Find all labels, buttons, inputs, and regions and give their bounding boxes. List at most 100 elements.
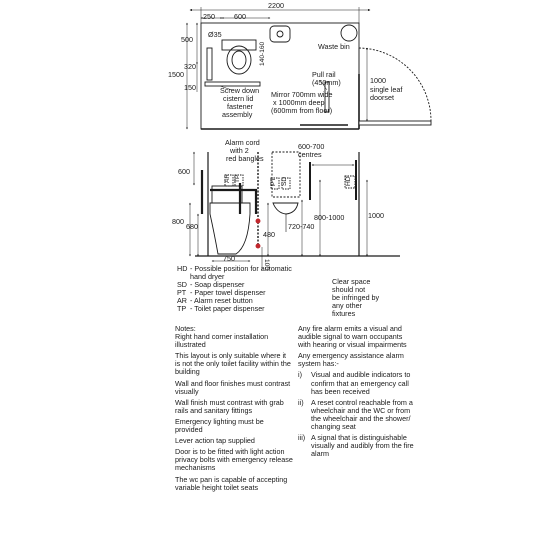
note-item: Right hand corner installation illustrat… bbox=[175, 332, 269, 350]
legend-value: - Alarm reset button bbox=[190, 296, 253, 306]
dim-750: 750 bbox=[223, 254, 235, 263]
basin-elevation bbox=[272, 202, 299, 215]
notes-heading: Notes: bbox=[175, 324, 196, 333]
screw-down-1: Screw down bbox=[220, 86, 259, 95]
alarm-list-item: iii) A signal that is distinguishable vis… bbox=[298, 434, 416, 458]
legend-item: TP- Toilet paper dispenser bbox=[177, 305, 297, 313]
dim-1000-elev: 1000 bbox=[368, 211, 384, 220]
alarm-cord-2: with 2 bbox=[229, 146, 249, 155]
screw-down-3: fastener bbox=[227, 102, 254, 111]
screw-down-4: assembly bbox=[222, 110, 253, 119]
waste-bin-icon bbox=[340, 24, 358, 42]
door-leaf bbox=[358, 120, 432, 126]
alarm-list-item: ii)A reset control reachable from a whee… bbox=[298, 397, 416, 431]
wc-elevation bbox=[209, 202, 251, 255]
legend-key: AR bbox=[177, 296, 187, 306]
dispenser-ar bbox=[224, 174, 234, 187]
clear-space-line: fixtures bbox=[332, 309, 356, 319]
note-item: Lever action tap supplied bbox=[175, 436, 255, 446]
pull-rail-label-2: (450mm) bbox=[312, 78, 341, 87]
dim-150: 150 bbox=[184, 83, 196, 92]
clear-space-note: Clear space should not be infringed by a… bbox=[332, 277, 404, 319]
dim-600-elev: 600 bbox=[178, 167, 190, 176]
legend-key: HD bbox=[177, 264, 188, 273]
clear-space-line: Clear space bbox=[332, 277, 371, 286]
note-item: Wall finish must contrast with grab rail… bbox=[175, 397, 284, 415]
legend-item: PT- Paper towel dispenser bbox=[177, 289, 297, 297]
clear-space-line: be infringed by bbox=[332, 293, 380, 303]
alarm-item-number: iii) bbox=[298, 433, 306, 443]
pull-rail-plan bbox=[324, 81, 330, 113]
dim-250: 250 bbox=[203, 12, 215, 21]
dim-680-elev: 680 bbox=[186, 222, 198, 231]
dim-320: 320 bbox=[184, 62, 196, 71]
mirror-1: Mirror 700mm wide bbox=[271, 90, 333, 99]
alarm-list-item: i) Visual and audible indicators to confi… bbox=[298, 371, 416, 395]
legend: HD- Possible position for automatic hand… bbox=[177, 264, 297, 314]
dim-480-elev: 480 bbox=[263, 230, 275, 239]
waste-bin-label: Waste bin bbox=[318, 42, 350, 51]
alarm-item-number: ii) bbox=[298, 397, 304, 407]
alarm-item-text: Visual and audible indicators to confirm… bbox=[311, 370, 411, 396]
dim-1500: 1500 bbox=[168, 70, 184, 79]
door-width-label: 1000 bbox=[370, 76, 386, 85]
label-tp: TP bbox=[234, 174, 241, 183]
basin-plan bbox=[269, 25, 291, 43]
label-ar: AR bbox=[224, 174, 231, 183]
legend-key: SD bbox=[177, 280, 187, 290]
grab-rail-plan bbox=[206, 47, 213, 81]
legend-item: SD- Soap dispenser bbox=[177, 281, 297, 289]
label-hd: HD bbox=[345, 176, 352, 186]
dispenser-tp bbox=[234, 174, 244, 187]
note-item: Wall and floor finishes must contrast vi… bbox=[175, 378, 291, 396]
door-label-1: single leaf bbox=[370, 85, 402, 94]
wc-pan-plan bbox=[226, 45, 252, 75]
plan-labels: 2200 250 600 500 1500 320 150 Ø35 140-16… bbox=[168, 1, 402, 119]
dim-800-elev: 800 bbox=[172, 217, 184, 226]
mirror-2: x 1000mm deep bbox=[273, 98, 325, 107]
legend-value: - Possible position for automatic hand d… bbox=[190, 264, 292, 282]
alarm-cord-1: Alarm cord bbox=[225, 138, 260, 147]
centres-2: centres bbox=[298, 150, 322, 159]
dispenser-sd bbox=[281, 177, 291, 190]
legend-key: PT bbox=[177, 288, 187, 298]
legend-key: TP bbox=[177, 304, 187, 314]
dim-800-1000: 800-1000 bbox=[314, 213, 344, 222]
alarm-item-text: A signal that is distinguishable visuall… bbox=[311, 433, 414, 459]
note-item: Door is to be fitted with light action p… bbox=[175, 447, 293, 473]
dim-500: 500 bbox=[181, 35, 193, 44]
dim-140-160: 140-160 bbox=[259, 41, 266, 66]
legend-value: - Paper towel dispenser bbox=[190, 288, 266, 298]
dispenser-hd bbox=[344, 175, 356, 189]
legend-item: AR- Alarm reset button bbox=[177, 297, 297, 305]
mirror-elevation bbox=[271, 151, 301, 198]
dispenser-pt bbox=[270, 177, 280, 190]
elevation-view bbox=[189, 151, 400, 270]
door-label-2: doorset bbox=[370, 93, 394, 102]
dim-720-740: 720-740 bbox=[288, 222, 314, 231]
door-swing-arc bbox=[358, 47, 432, 122]
mirror-3: (600mm from floor) bbox=[271, 106, 332, 115]
elevation-labels: Alarm cord with 2 red bangles 600-700 ce… bbox=[172, 138, 384, 270]
dim-600: 600 bbox=[234, 12, 246, 21]
plan-view bbox=[186, 7, 432, 130]
cistern-elevation bbox=[211, 185, 243, 204]
legend-value: - Toilet paper dispenser bbox=[190, 304, 265, 314]
note-item: Emergency lighting must be provided bbox=[175, 416, 264, 435]
alarm-intro: Any fire alarm emits a visual and audibl… bbox=[298, 324, 407, 350]
note-item: This layout is only suitable where it is… bbox=[175, 351, 291, 377]
alarm-item-number: i) bbox=[298, 370, 302, 380]
clear-space-line: should not bbox=[332, 285, 366, 295]
dim-100: 100 bbox=[263, 259, 270, 270]
dim-total-width: 2200 bbox=[268, 1, 284, 10]
label-sd: SD bbox=[281, 177, 288, 186]
screw-down-2: cistern lid bbox=[223, 94, 253, 103]
clear-space-line: any other bbox=[332, 301, 362, 311]
alarm-list: i) Visual and audible indicators to confi… bbox=[298, 371, 416, 458]
cistern bbox=[221, 39, 257, 51]
alarm-cord-3: red bangles bbox=[226, 154, 264, 163]
label-pt: PT bbox=[270, 178, 277, 186]
notes-column: Notes: Right hand corner installation il… bbox=[175, 324, 293, 495]
legend-value: - Soap dispenser bbox=[190, 280, 245, 290]
